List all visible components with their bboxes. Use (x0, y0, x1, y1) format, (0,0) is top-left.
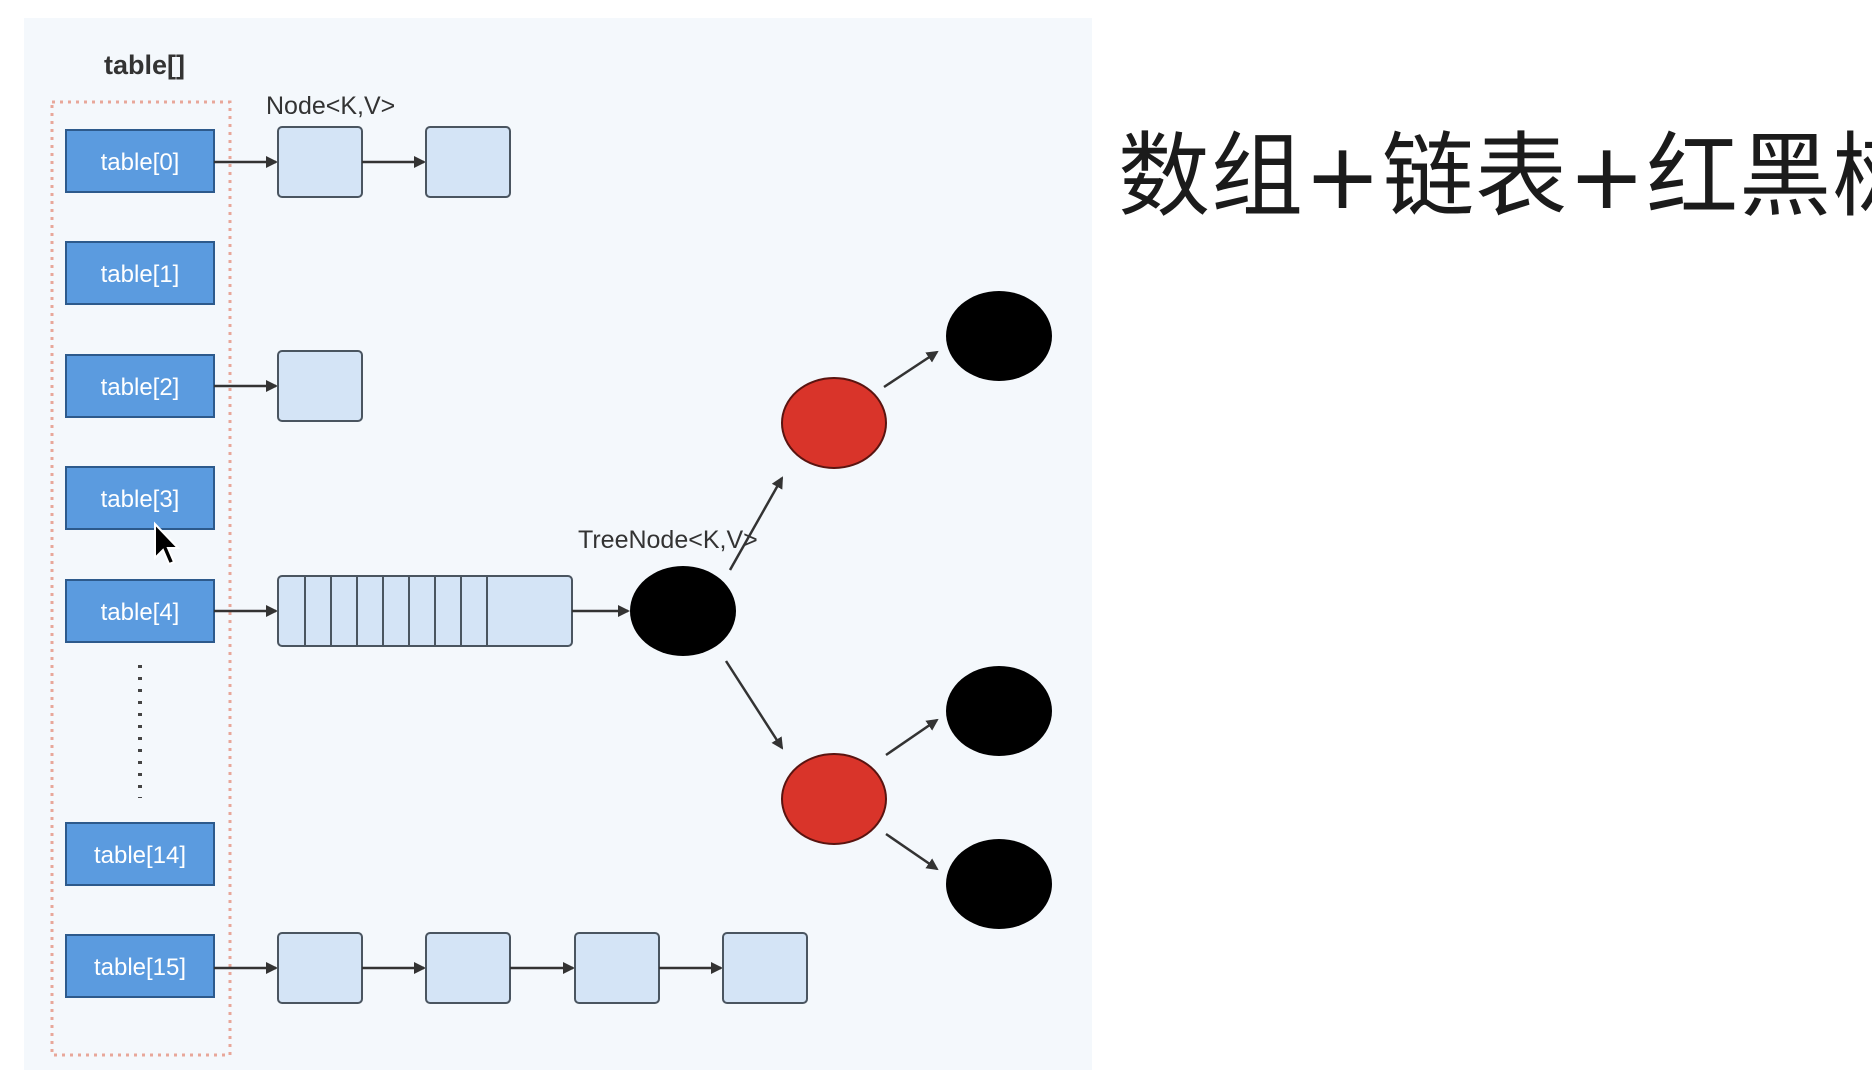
bucket-table-1: table[1] (65, 241, 215, 305)
bucket-table-3: table[3] (65, 466, 215, 530)
tree-red-upper (781, 377, 887, 469)
node-t15-1 (277, 932, 363, 1004)
arrow-root-right (724, 660, 784, 750)
bucket-table-0: table[0] (65, 129, 215, 193)
node-t15-3 (574, 932, 660, 1004)
table-array-outline (50, 100, 232, 1057)
bucket-label: table[0] (101, 149, 180, 176)
page-title: 数组+链表+红黑树 (1118, 123, 1872, 230)
bucket-table-14: table[14] (65, 822, 215, 886)
bucket-label: table[4] (101, 599, 180, 626)
bucket-table-4: table[4] (65, 579, 215, 643)
diagram-panel (24, 18, 1092, 1070)
node-t0-1 (277, 126, 363, 198)
tree-black-middle (946, 666, 1052, 756)
node-t0-2 (425, 126, 511, 198)
arrow-red-lower-child-1 (885, 718, 939, 757)
bucket-label: table[15] (94, 954, 186, 981)
node-t2-1 (277, 350, 363, 422)
mouse-cursor-icon (154, 521, 181, 566)
tree-black-bottom (946, 839, 1052, 929)
tree-root-black (630, 566, 736, 656)
node-list-t4 (277, 575, 573, 647)
bucket-table-15: table[15] (65, 934, 215, 998)
table-array-label: table[] (104, 50, 185, 80)
bucket-label: table[2] (101, 374, 180, 401)
arrow-red-upper-child (883, 350, 939, 389)
tree-node-label: TreeNode<K,V> (578, 526, 758, 554)
tree-red-lower (781, 753, 887, 845)
node-t15-4 (722, 932, 808, 1004)
node-t15-2 (425, 932, 511, 1004)
arrow-root-left (728, 476, 784, 571)
node-label: Node<K,V> (266, 92, 395, 120)
bucket-label: table[1] (101, 261, 180, 288)
bucket-label: table[3] (101, 486, 180, 513)
arrow-red-lower-child-2 (885, 832, 939, 871)
bucket-table-2: table[2] (65, 354, 215, 418)
tree-black-top (946, 291, 1052, 381)
bucket-label: table[14] (94, 842, 186, 869)
